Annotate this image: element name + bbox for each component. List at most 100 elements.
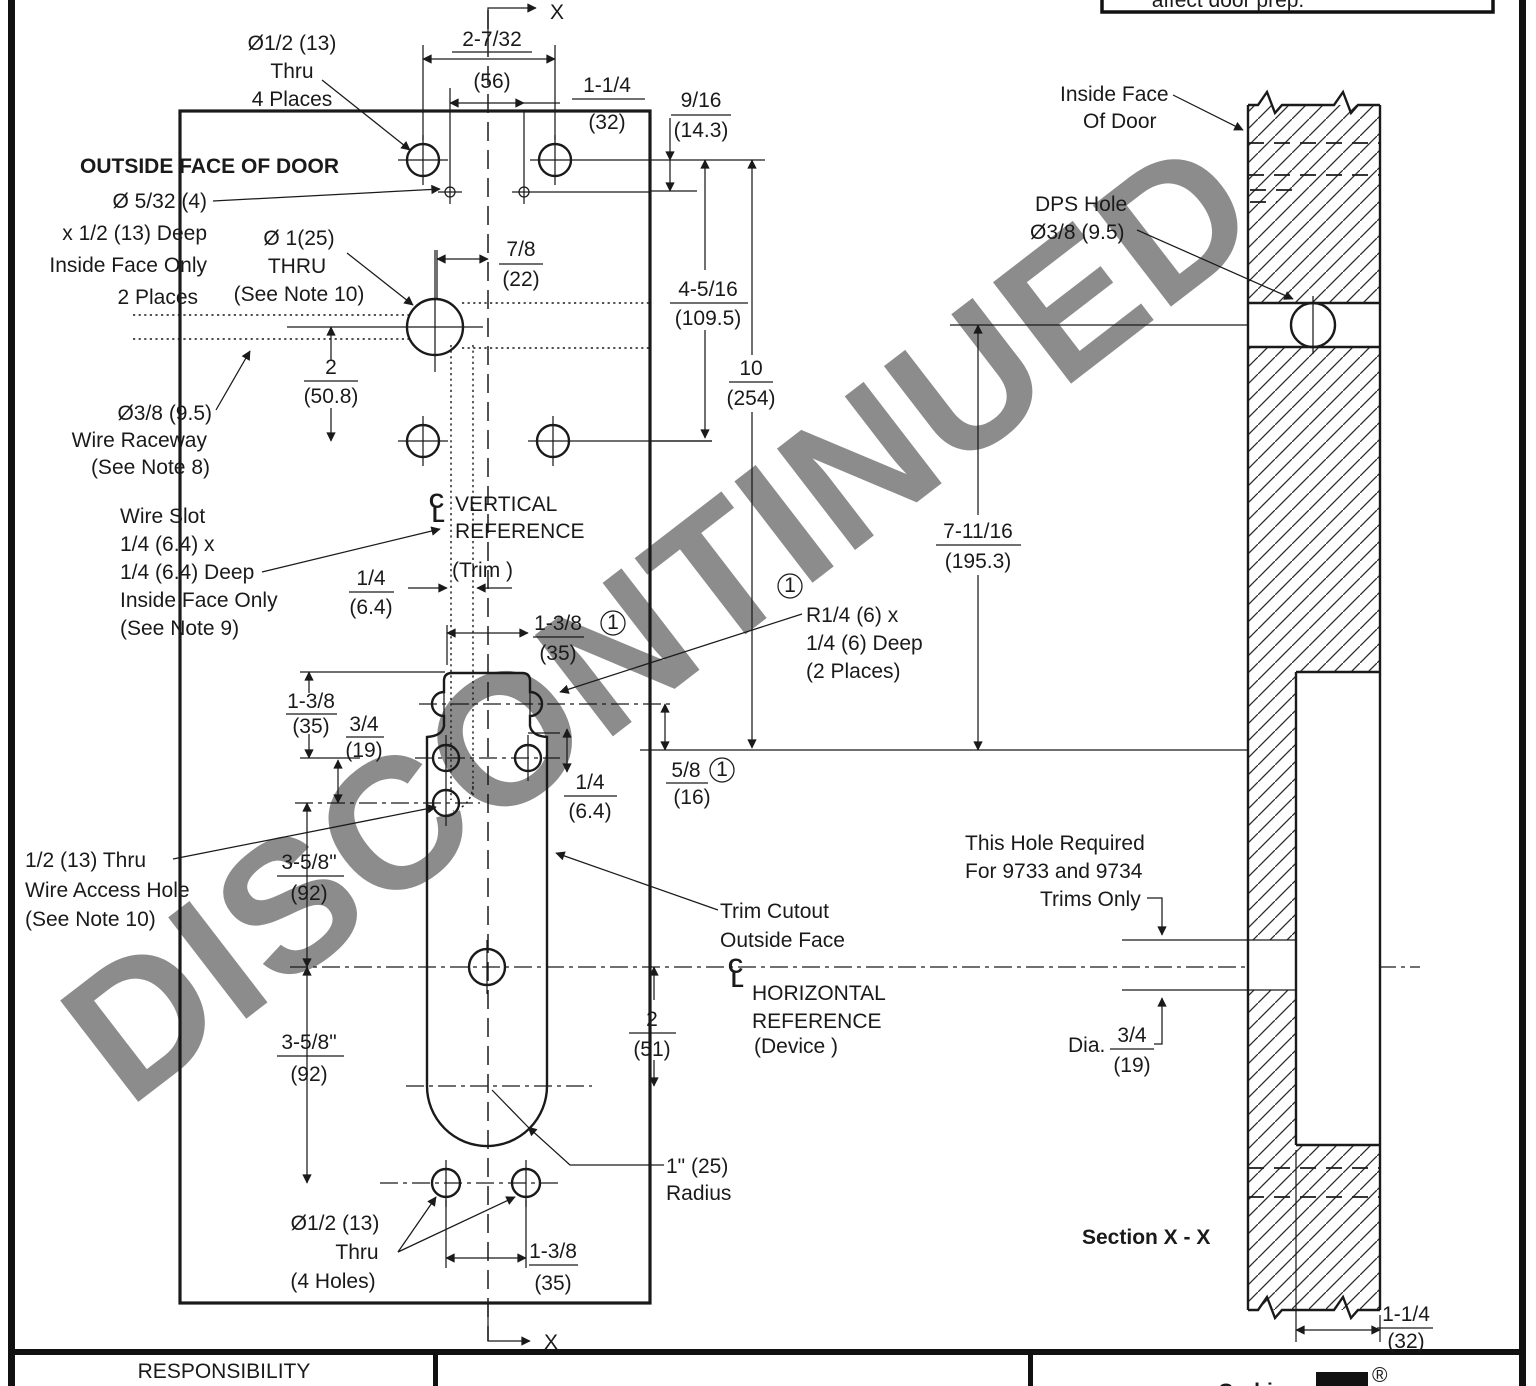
cutout-holes xyxy=(295,735,560,994)
svg-text:Ø3/8 (9.5): Ø3/8 (9.5) xyxy=(1030,221,1125,244)
dim-138bot-mm: (35) xyxy=(534,1272,571,1295)
dim-14step: 1/4 xyxy=(575,771,605,794)
svg-text:(Device ): (Device ) xyxy=(754,1035,838,1058)
svg-text:(2 Places): (2 Places) xyxy=(806,660,901,683)
svg-text:C: C xyxy=(429,490,444,513)
dim-58-mm: (16) xyxy=(673,786,710,809)
dim-114sec-mm: (32) xyxy=(1387,1330,1424,1353)
dim-dia34-mm: (19) xyxy=(1113,1054,1150,1077)
label-inside-face: Inside Face Of Door xyxy=(1060,83,1244,133)
svg-text:Ø1/2 (13): Ø1/2 (13) xyxy=(248,32,337,55)
label-raceway: Ø3/8 (9.5) Wire Raceway (See Note 8) xyxy=(72,350,251,479)
note-box: affect door prep. xyxy=(1100,0,1495,14)
dim-dia34: 3/4 xyxy=(1117,1024,1147,1047)
svg-text:Ø3/8 (9.5): Ø3/8 (9.5) xyxy=(117,402,212,425)
label-wire-slot: Wire Slot 1/4 (6.4) x 1/4 (6.4) Deep Ins… xyxy=(120,505,441,640)
label-dia: Dia. 3/4 (19) xyxy=(1068,997,1167,1077)
dim-138bot: 1-3/8 xyxy=(529,1240,577,1263)
svg-text:Radius: Radius xyxy=(666,1182,731,1205)
label-big-hole: Ø 1(25) THRU (See Note 10) xyxy=(234,227,414,306)
trim-cutout-outline xyxy=(425,671,549,1148)
svg-text:Wire Slot: Wire Slot xyxy=(120,505,205,528)
svg-text:(See Note 10): (See Note 10) xyxy=(25,908,156,931)
svg-text:Inside Face Only: Inside Face Only xyxy=(120,589,278,612)
flag-1a: 1 xyxy=(607,611,619,634)
dim-2732-mm: (56) xyxy=(473,70,510,93)
label-vertical-ref: C L VERTICAL REFERENCE (Trim ) xyxy=(429,490,585,582)
svg-text:(Trim ): (Trim ) xyxy=(452,559,513,582)
svg-text:1/4 (6) Deep: 1/4 (6) Deep xyxy=(806,632,923,655)
page-border xyxy=(8,0,1526,1386)
label-required-hole: This Hole Required For 9733 and 9734 Tri… xyxy=(965,832,1167,936)
label-bottom-holes: Ø1/2 (13) Thru (4 Holes) xyxy=(290,1196,516,1293)
dim-138left-mm: (35) xyxy=(292,715,329,738)
hatch-bottom-right xyxy=(1296,1145,1380,1310)
svg-text:REFERENCE: REFERENCE xyxy=(455,520,585,543)
svg-text:1/4 (6.4) x: 1/4 (6.4) x xyxy=(120,533,215,556)
svg-text:R1/4 (6) x: R1/4 (6) x xyxy=(806,604,899,627)
section-labels: Inside Face Of Door DPS Hole Ø3/8 (9.5) … xyxy=(965,83,1433,1353)
svg-text:This Hole Required: This Hole Required xyxy=(965,832,1145,855)
dim-2508-mm: (50.8) xyxy=(304,385,359,408)
svg-text:Inside Face Only: Inside Face Only xyxy=(49,254,207,277)
dimensions: 2-7/32 (56) 1-1/4 (32) 9/16 (14.3) 7/8 xyxy=(277,28,1291,1295)
svg-text:Thru: Thru xyxy=(270,60,313,83)
svg-text:REFERENCE: REFERENCE xyxy=(752,1010,882,1033)
dim-71116: 7-11/16 xyxy=(943,520,1013,543)
dim-34-mm: (19) xyxy=(345,739,382,762)
dim-916-mm: (14.3) xyxy=(674,119,729,142)
svg-text:Inside Face: Inside Face xyxy=(1060,83,1169,106)
svg-text:Trim Cutout: Trim Cutout xyxy=(720,900,829,923)
dim-78: 7/8 xyxy=(506,238,535,261)
dim-2508: 2 xyxy=(325,356,337,379)
dim-114sec: 1-1/4 xyxy=(1382,1303,1430,1326)
svg-text:Ø1/2 (13): Ø1/2 (13) xyxy=(291,1212,380,1235)
x-top-label: X xyxy=(550,1,564,24)
dim-916: 9/16 xyxy=(681,89,722,112)
title-block: RESPONSIBILITY Corbin ® xyxy=(138,1360,1388,1386)
dim-71116-mm: (195.3) xyxy=(945,550,1012,573)
bottom-holes xyxy=(380,1160,558,1207)
datum-x-top: X xyxy=(487,1,564,40)
dim-10: 10 xyxy=(739,357,762,380)
big-hole xyxy=(133,250,650,372)
dim-4516-mm: (109.5) xyxy=(675,307,742,330)
label-horizontal-ref: C L HORIZONTAL REFERENCE (Device ) xyxy=(728,955,886,1058)
dim-138top-mm: (35) xyxy=(539,642,576,665)
dim-251: 2 xyxy=(646,1008,658,1031)
front-view: X X xyxy=(133,1,1420,1354)
svg-text:C: C xyxy=(728,955,743,978)
svg-text:L: L xyxy=(432,504,445,527)
svg-text:Of Door: Of Door xyxy=(1083,110,1157,133)
wire-slot-lines xyxy=(450,345,474,812)
svg-text:1/4 (6.4) Deep: 1/4 (6.4) Deep xyxy=(120,561,254,584)
svg-text:DPS Hole: DPS Hole xyxy=(1035,193,1127,216)
svg-text:L: L xyxy=(731,969,744,992)
flag-1c: 1 xyxy=(716,758,728,781)
svg-text:(See Note 8): (See Note 8) xyxy=(91,456,210,479)
dim-slot-mm: (6.4) xyxy=(349,596,392,619)
svg-text:2 Places: 2 Places xyxy=(117,286,198,309)
svg-text:For 9733 and 9734: For 9733 and 9734 xyxy=(965,860,1143,883)
front-labels: Ø1/2 (13) Thru 4 Places OUTSIDE FACE OF … xyxy=(25,32,923,1293)
dim-358a: 3-5/8" xyxy=(281,851,336,874)
dim-138left: 1-3/8 xyxy=(287,690,335,713)
dim-138top: 1-3/8 xyxy=(534,612,582,635)
svg-text:Wire Raceway: Wire Raceway xyxy=(72,429,208,452)
svg-text:(See Note 10): (See Note 10) xyxy=(234,283,365,306)
dim-58: 5/8 xyxy=(671,759,700,782)
note-box-text: affect door prep. xyxy=(1152,0,1305,12)
svg-text:1/2 (13) Thru: 1/2 (13) Thru xyxy=(25,849,146,872)
svg-text:(4 Holes): (4 Holes) xyxy=(290,1270,375,1293)
svg-text:THRU: THRU xyxy=(268,255,326,278)
label-outside-face: OUTSIDE FACE OF DOOR xyxy=(80,155,339,178)
label-wire-access: 1/2 (13) Thru Wire Access Hole (See Note… xyxy=(25,804,437,931)
dim-slot: 1/4 xyxy=(356,567,386,590)
dim-358b-mm: (92) xyxy=(290,1063,327,1086)
svg-text:x 1/2 (13) Deep: x 1/2 (13) Deep xyxy=(62,222,207,245)
svg-text:Dia.: Dia. xyxy=(1068,1034,1105,1057)
top-holes xyxy=(398,135,650,204)
svg-text:VERTICAL: VERTICAL xyxy=(455,493,557,516)
plate-outline xyxy=(178,109,652,1305)
